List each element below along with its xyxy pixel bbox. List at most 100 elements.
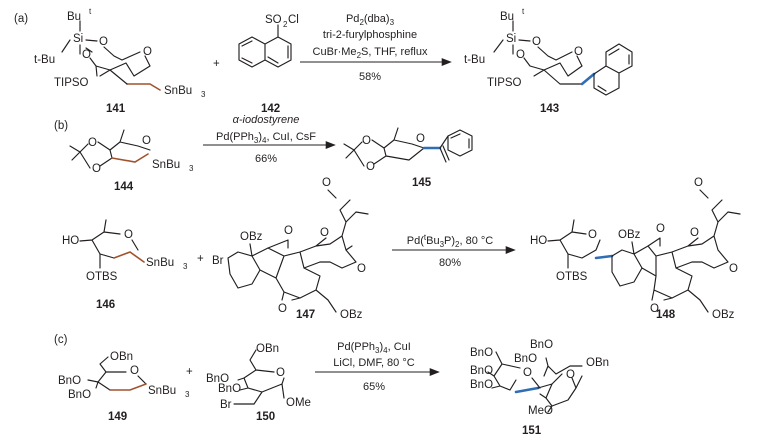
- ring-o-atom: O: [588, 229, 597, 241]
- pyranone-carbonyl-o: O: [729, 263, 738, 275]
- ring-o-atom: O: [276, 367, 285, 379]
- bno-label: BnO: [58, 375, 81, 387]
- compound-147: Br OBz O O O O OBz O 147: [212, 177, 369, 321]
- meo-label: MeO: [528, 405, 553, 417]
- reaction-arrow-a: Pd2(dba)3 tri-2-furylphosphine CuBr·Me2S…: [300, 13, 452, 83]
- epoxide-o: O: [694, 177, 703, 189]
- compound-150: OBn BnO BnO O Br OMe 150: [206, 343, 311, 423]
- yield-a: 58%: [359, 71, 381, 83]
- ring-o-atom: O: [523, 367, 532, 379]
- compound-145: O O O 145: [343, 127, 473, 189]
- ring-o-atom: O: [130, 365, 139, 377]
- panel-label-a: (a): [14, 13, 28, 25]
- obn-label: OBn: [256, 343, 279, 355]
- sub3: 3: [201, 90, 206, 99]
- o-atom: O: [92, 163, 101, 175]
- pyranone-o: O: [690, 227, 699, 239]
- condition-a-line1: Pd2(dba)3: [346, 13, 395, 27]
- tbu-sup: t: [522, 7, 525, 16]
- obz-label: OBz: [712, 309, 735, 321]
- ring-o-atom: O: [143, 46, 152, 58]
- compound-143: Bu t Si t-Bu O O O TIPSO 143: [464, 7, 633, 115]
- epoxide-o: O: [322, 177, 331, 189]
- carbonyl-o: O: [656, 223, 665, 235]
- o-atom: O: [99, 36, 108, 48]
- carbonyl-o: O: [284, 225, 293, 237]
- ho-label: HO: [62, 235, 79, 247]
- pyranone-o: O: [320, 227, 329, 239]
- sub2: 2: [283, 20, 288, 29]
- tipso-label: TIPSO: [487, 77, 522, 89]
- tbu-left-label: t-Bu: [34, 54, 55, 66]
- obn-label: OBn: [110, 351, 133, 363]
- tbu-label: Bu: [500, 11, 514, 23]
- si-atom: Si: [506, 33, 516, 45]
- sub3: 3: [185, 390, 190, 399]
- condition-c-line1: Pd(PPh3)4, CuI: [337, 341, 411, 355]
- bno-label: BnO: [206, 373, 229, 385]
- arrowhead: [505, 246, 516, 254]
- compound-148: HO O OTBS OBz O O O O OBz O 148: [530, 177, 741, 321]
- carbonyl-o: O: [650, 303, 659, 315]
- bno-label: BnO: [514, 353, 537, 365]
- bno-label: BnO: [470, 347, 493, 359]
- yield-c: 65%: [363, 381, 385, 393]
- compound-142: SO 2 Cl 142: [238, 14, 299, 115]
- snbu3-label: SnBu: [148, 385, 176, 397]
- sub3: 3: [183, 262, 188, 271]
- plus-sign: +: [186, 366, 193, 378]
- compound-number-142: 142: [261, 103, 280, 115]
- tipso-label: TIPSO: [54, 77, 89, 89]
- br-label: Br: [212, 255, 224, 267]
- sub3: 3: [189, 164, 194, 173]
- tbu-left-label: t-Bu: [464, 54, 485, 66]
- reaction-arrow-b1: α-iodostyrene Pd(PPh3)4, CuI, CsF 66%: [203, 114, 336, 165]
- bno-label: BnO: [530, 339, 553, 351]
- panel-b: (b) O O O SnBu 3 144 α-iodostyrene Pd(PP…: [54, 114, 741, 321]
- arrowhead: [325, 141, 336, 149]
- compound-number-141: 141: [106, 103, 126, 115]
- condition-b1-line2: Pd(PPh3)4, CuI, CsF: [216, 131, 316, 145]
- condition-a-line3: CuBr·Me2S, THF, reflux: [313, 46, 428, 60]
- o-atom: O: [88, 137, 97, 149]
- condition-b1-line1: α-iodostyrene: [233, 114, 300, 126]
- tbu-label: Bu: [67, 11, 81, 23]
- panel-c: (c) OBn BnO BnO O SnBu 3 149 + OBn BnO B…: [54, 334, 609, 437]
- snbu3-label: SnBu: [146, 257, 174, 269]
- bno-label: BnO: [470, 379, 493, 391]
- plus-sign: +: [213, 58, 220, 70]
- compound-144: O O O SnBu 3 144: [69, 129, 194, 193]
- panel-a: (a) Bu t Si t-Bu O O O TIPSO SnBu 3 141 …: [14, 7, 633, 115]
- compound-number-148: 148: [656, 309, 676, 321]
- ring-o-atom: O: [574, 46, 583, 58]
- snbu3-label: SnBu: [152, 159, 180, 171]
- reaction-arrow-c: Pd(PPh3)4, CuI LiCl, DMF, 80 °C 65%: [315, 341, 440, 393]
- compound-number-146: 146: [96, 299, 115, 311]
- compound-149: OBn BnO BnO O SnBu 3 149: [58, 351, 190, 423]
- o-atom: O: [82, 49, 91, 61]
- ho-label: HO: [530, 235, 547, 247]
- compound-number-150: 150: [256, 411, 275, 423]
- so2cl-label: SO: [265, 14, 282, 26]
- compound-number-143: 143: [540, 103, 559, 115]
- pyranone-carbonyl-o: O: [357, 263, 366, 275]
- bno-label: BnO: [470, 365, 493, 377]
- compound-number-145: 145: [412, 177, 432, 189]
- br-label: Br: [220, 399, 232, 411]
- ome-label: OMe: [286, 397, 311, 409]
- ring-o-atom: O: [124, 229, 133, 241]
- arrowhead: [441, 58, 452, 66]
- ring-o-atom: O: [416, 133, 425, 145]
- compound-number-151: 151: [522, 425, 542, 437]
- o-atom: O: [516, 49, 525, 61]
- arrowhead: [429, 368, 440, 376]
- bno-label: BnO: [68, 389, 91, 401]
- plus-sign: +: [197, 253, 204, 265]
- si-atom: Si: [73, 33, 83, 45]
- otbs-label: OTBS: [556, 271, 588, 283]
- yield-b1: 66%: [255, 153, 277, 165]
- carbonyl-o: O: [278, 303, 287, 315]
- ring-o-atom: O: [142, 135, 151, 147]
- bno-label: BnO: [218, 383, 241, 395]
